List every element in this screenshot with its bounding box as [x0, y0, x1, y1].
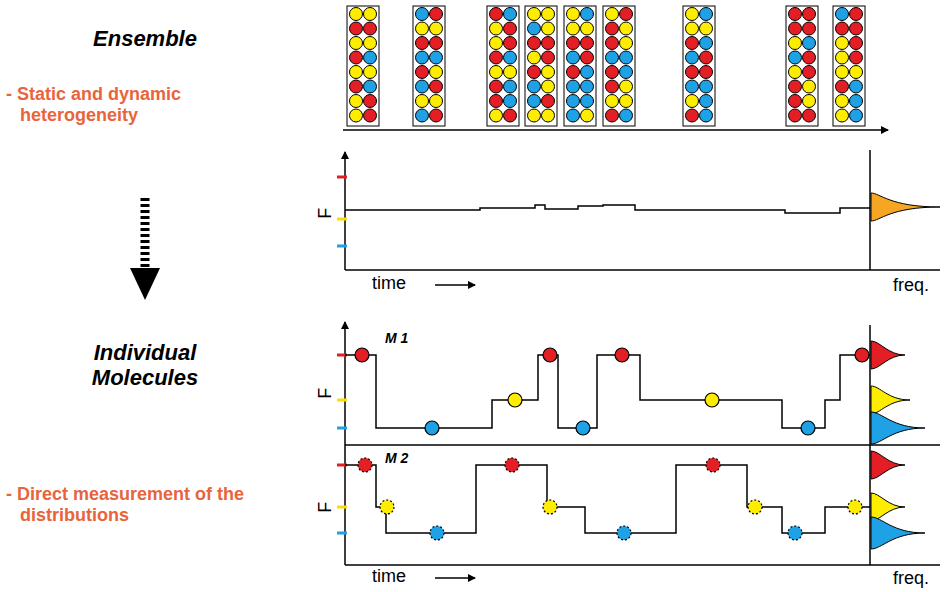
axis-label: freq. [893, 275, 929, 296]
section-title: Ensemble [93, 26, 197, 51]
axis-label: F [315, 502, 336, 513]
single-molecule-plots [337, 322, 940, 565]
axis-label: F [315, 208, 336, 219]
time-axis [343, 129, 888, 131]
state-dots [355, 348, 869, 540]
axis-label: time [372, 273, 406, 294]
note: - Static and dynamic heterogeneity [6, 84, 256, 125]
axis-label: time [372, 566, 406, 587]
time-arrow [435, 284, 475, 286]
ensemble-plot [337, 150, 940, 270]
molecule-label: M 1 [385, 330, 408, 346]
axis-label: freq. [893, 568, 929, 589]
dashed-arrow [130, 198, 160, 300]
molecule-ensemble [347, 6, 865, 126]
axis-label: F [315, 388, 336, 399]
section-title: Individual Molecules [60, 340, 230, 391]
note: - Direct measurement of the distribution… [6, 484, 296, 525]
time-arrow [435, 577, 475, 579]
molecule-label: M 2 [385, 450, 408, 466]
